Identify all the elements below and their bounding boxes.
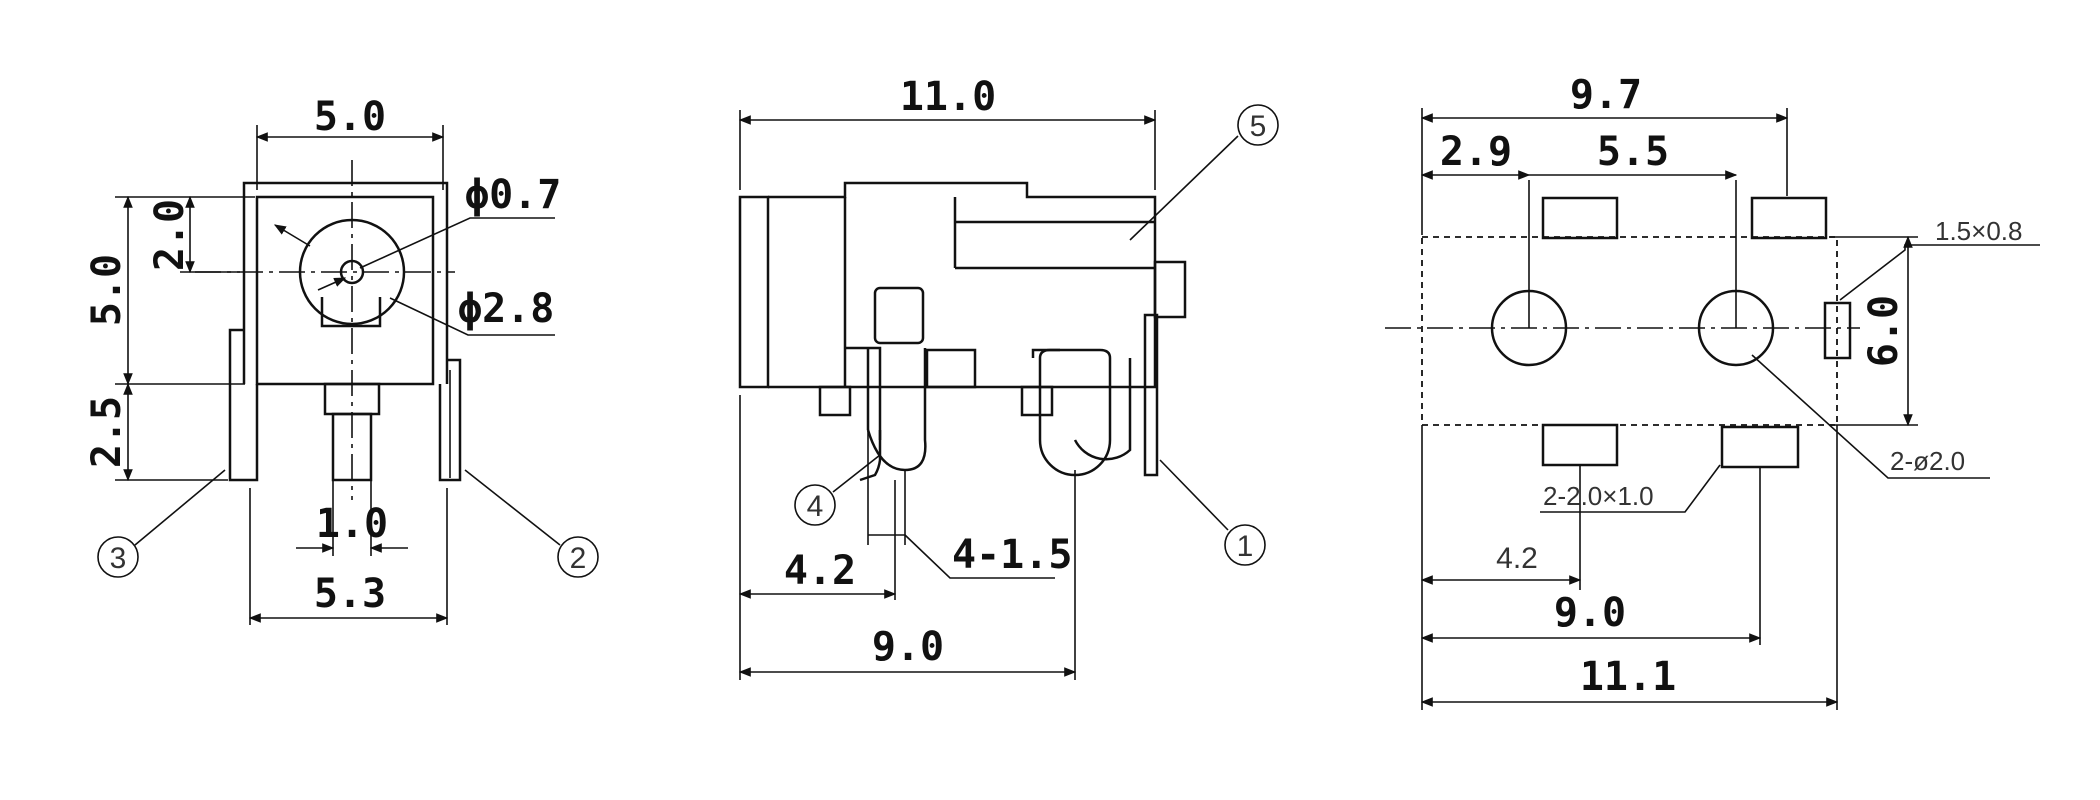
- footprint-dim-total: 11.1: [1580, 654, 1676, 700]
- pad-bottom-left: [1541, 423, 1619, 467]
- front-left-pin: [228, 328, 259, 482]
- footprint-view: 9.7 2.9 5.5 6.0 1.5×0.8 2-2.0×1.0 2-ø2.0…: [1385, 72, 2040, 710]
- front-dim-pin-length: 2.5: [84, 396, 130, 468]
- side-left-pin: [843, 346, 882, 440]
- side-view: 11.0 4.2 4-1.5 9.0 5 4 1: [738, 74, 1279, 680]
- callout-4: 4: [807, 490, 824, 523]
- front-dim-width-top: 5.0: [314, 94, 386, 140]
- pad-side: [1823, 301, 1852, 360]
- front-dim-width-bottom: 5.3: [314, 571, 386, 617]
- callout-1: 1: [1237, 530, 1254, 563]
- side-window: [873, 286, 925, 345]
- front-housing-face: [255, 195, 435, 386]
- callout-5: 5: [1250, 110, 1267, 143]
- footprint-note-holes: 2-ø2.0: [1890, 446, 1965, 476]
- side-right-pin-a: [1038, 348, 1112, 477]
- pad-top-left: [1541, 196, 1619, 240]
- footprint-dim-height: 6.0: [1861, 295, 1907, 367]
- pad-bottom-right: [1720, 425, 1800, 469]
- front-dim-height: 5.0: [84, 254, 130, 326]
- front-dim-pin-width: 1.0: [316, 501, 388, 547]
- front-dim-hole-large: ϕ2.8: [458, 286, 554, 332]
- side-dim-pin-offset: 4.2: [784, 548, 856, 594]
- footprint-dim-width-top: 9.7: [1570, 72, 1642, 118]
- footprint-dim-pad-offset: 4.2: [1496, 542, 1538, 575]
- front-dim-hole-small: ϕ0.7: [465, 172, 561, 218]
- pad-top-right: [1750, 196, 1828, 240]
- side-blade: [1143, 313, 1159, 477]
- footprint-note-pads: 2-2.0×1.0: [1543, 481, 1654, 511]
- side-dim-length: 11.0: [900, 74, 996, 120]
- callout-2: 2: [570, 542, 587, 575]
- side-dim-pin-width: 4-1.5: [952, 532, 1072, 578]
- footprint-dim-hole-spacing: 5.5: [1597, 129, 1669, 175]
- side-body-outline: [768, 181, 1157, 389]
- front-housing-outline: [242, 181, 449, 384]
- side-front-flange: [738, 195, 770, 389]
- front-view: 5.0 5.0 2.0 2.5 1.0 5.3 ϕ0.7 ϕ2.8: [84, 94, 599, 625]
- footprint-dim-hole-offset: 2.9: [1440, 129, 1512, 175]
- footprint-outline: [1421, 236, 1838, 426]
- side-back-tab: [1153, 260, 1187, 319]
- callout-3: 3: [110, 542, 127, 575]
- footprint-dim-pad-span: 9.0: [1554, 590, 1626, 636]
- side-dim-total: 9.0: [872, 624, 944, 670]
- front-right-pin: [438, 358, 462, 482]
- footprint-note-pad-small: 1.5×0.8: [1935, 216, 2022, 246]
- front-dim-offset: 2.0: [147, 199, 193, 271]
